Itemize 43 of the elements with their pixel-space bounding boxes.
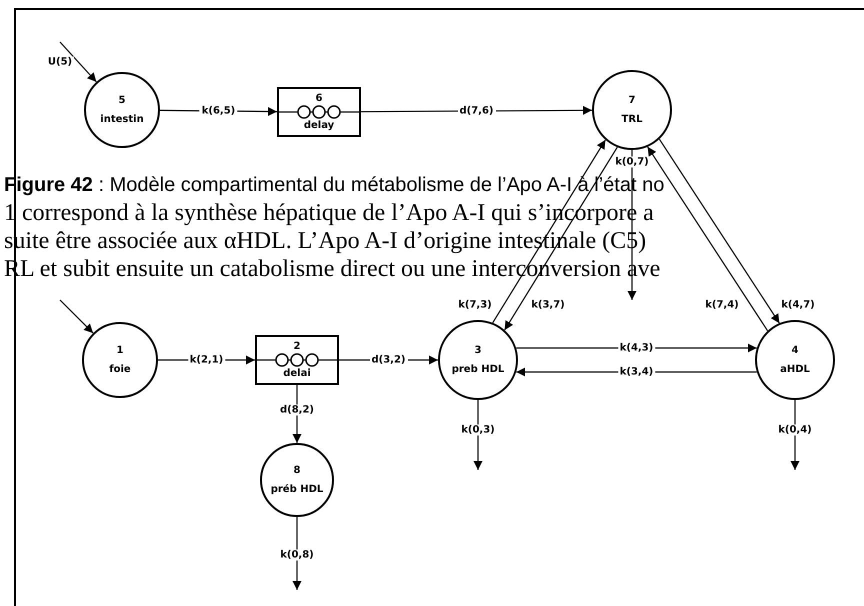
rate-label: k(4,3) — [618, 342, 656, 354]
compartment-name: preb HDL — [452, 363, 504, 376]
compartment-name: foie — [109, 363, 131, 376]
flow-arrow — [628, 150, 636, 300]
rate-label: k(4,7) — [779, 300, 817, 310]
compartment-name: TRL — [622, 113, 642, 126]
rate-label: U(5) — [46, 56, 74, 68]
rate-label: k(0,3) — [459, 424, 497, 436]
rate-label: k(0,7) — [613, 156, 651, 168]
delay-box — [255, 335, 339, 385]
flow-arrow — [60, 300, 94, 334]
rate-label: k(2,1) — [188, 354, 226, 366]
rate-label: k(0,4) — [776, 424, 814, 436]
flow-arrow — [474, 400, 482, 470]
rate-label: k(6,5) — [200, 105, 238, 116]
rate-label: k(7,3) — [456, 300, 494, 310]
compartment-number: 3 — [474, 344, 482, 357]
rate-label: k(7,4) — [703, 300, 741, 310]
compartment-number: 4 — [792, 344, 798, 357]
delay-box — [277, 87, 361, 137]
rate-label: k(3,7) — [529, 300, 567, 310]
flow-arrow — [60, 42, 97, 82]
compartment-name: aHDL — [780, 363, 810, 376]
flow-arrow — [504, 146, 618, 330]
compartment-number: 1 — [116, 344, 124, 357]
compartment-number: 2 — [294, 340, 300, 353]
compartment-number: 6 — [316, 92, 322, 105]
rate-label: d(7,6) — [458, 105, 496, 116]
flow-arrow — [492, 140, 606, 324]
compartment-name: intestin — [100, 113, 144, 126]
flow-arrow — [658, 138, 780, 324]
compartment-number: 7 — [628, 94, 636, 107]
rate-label: d(3,2) — [370, 354, 408, 366]
rate-label: d(8,2) — [278, 404, 316, 416]
flow-arrow — [647, 146, 768, 332]
flow-arrow — [790, 400, 800, 470]
compartment-number: 8 — [294, 464, 300, 477]
compartment-name: delai — [283, 367, 311, 380]
compartment-number: 5 — [118, 94, 126, 107]
compartment-name: préb HDL — [270, 483, 324, 496]
rate-label: k(3,4) — [618, 366, 656, 378]
compartment-name: delay — [304, 119, 334, 132]
rate-label: k(0,8) — [278, 550, 316, 560]
